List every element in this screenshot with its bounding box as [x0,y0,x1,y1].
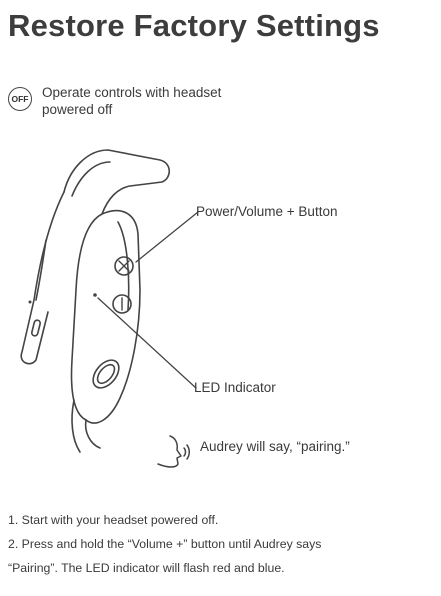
power-off-notice: OFF Operate controls with headset powere… [8,84,232,118]
step-line-1: 1. Start with your headset powered off. [8,513,219,527]
voice-prompt-text: Audrey will say, “pairing.” [200,438,350,454]
power-off-notice-text: Operate controls with headset powered of… [42,85,222,117]
off-badge-icon: OFF [8,87,32,111]
step-line-2: 2. Press and hold the “Volume +” button … [8,537,322,551]
voice-prompt: Audrey will say, “pairing.” [150,432,350,460]
page-title: Restore Factory Settings [8,8,380,43]
power-volume-button-callout: Power/Volume + Button [196,204,338,219]
instruction-steps: 1. Start with your headset powered off. … [8,508,436,580]
speaking-head-icon [157,435,190,468]
step-line-3: “Pairing”. The LED indicator will flash … [8,561,285,575]
speaking-head-icon-space [150,432,190,460]
led-indicator-callout: LED Indicator [194,380,276,395]
